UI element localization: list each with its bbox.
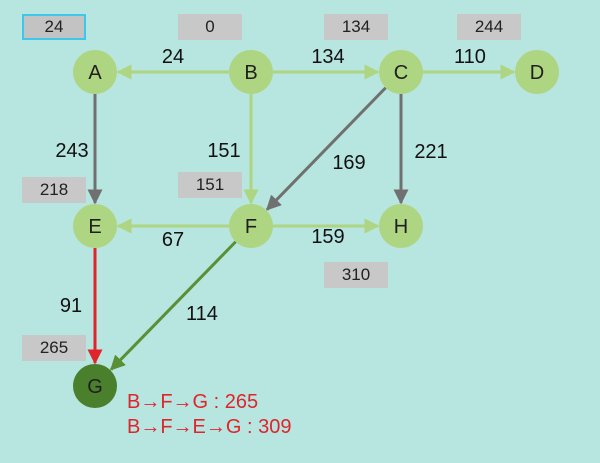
node-circle-h — [379, 204, 423, 248]
path-results: B→F→G : 265 B→F→E→G : 309 — [127, 390, 292, 440]
distance-box-h: 310 — [324, 262, 388, 288]
edge-weight-a-e: 243 — [55, 140, 88, 162]
node-label-f: F — [245, 216, 257, 238]
node-h: H — [379, 204, 423, 248]
node-label-d: D — [530, 62, 544, 84]
edge-weight-f-g: 114 — [186, 303, 218, 325]
path-result-1: B→F→G : 265 — [127, 391, 259, 413]
distance-box-f: 151 — [178, 172, 242, 198]
node-circle-d — [515, 50, 559, 94]
distance-box-a: 24 — [22, 14, 86, 40]
distance-box-e: 218 — [22, 177, 86, 203]
edge-weight-b-c: 134 — [311, 46, 344, 68]
node-label-e: E — [88, 216, 101, 238]
node-e: E — [73, 204, 117, 248]
path-result-2: B→F→E→G : 309 — [127, 416, 292, 438]
edge-f-g — [109, 240, 237, 371]
node-c: C — [379, 50, 423, 94]
distance-box-d: 244 — [457, 14, 521, 40]
node-a: A — [73, 50, 117, 94]
node-label-b: B — [244, 62, 257, 84]
node-circle-a — [73, 50, 117, 94]
edge-weight-c-d: 110 — [454, 46, 486, 68]
node-d: D — [515, 50, 559, 94]
edge-weight-b-a: 24 — [162, 46, 184, 68]
node-circle-f — [229, 204, 273, 248]
edge-weight-f-e: 67 — [162, 229, 184, 251]
edge-weight-f-h: 159 — [311, 226, 344, 248]
node-circle-g — [73, 364, 117, 408]
node-f: F — [229, 204, 273, 248]
edge-weight-c-h: 221 — [414, 141, 447, 163]
node-circle-b — [229, 50, 273, 94]
node-label-c: C — [394, 62, 408, 84]
edge-weight-e-g: 91 — [60, 295, 82, 317]
node-circle-c — [379, 50, 423, 94]
node-label-g: G — [87, 376, 103, 398]
distance-box-g: 265 — [22, 335, 86, 361]
node-label-a: A — [88, 62, 102, 84]
edge-c-f — [265, 86, 387, 211]
node-b: B — [229, 50, 273, 94]
distance-box-b: 0 — [178, 14, 242, 40]
node-g: G — [73, 364, 117, 408]
node-label-h: H — [394, 216, 408, 238]
edge-weight-c-f: 169 — [332, 152, 365, 174]
edge-weight-b-f: 151 — [207, 140, 240, 162]
distance-box-c: 134 — [324, 14, 388, 40]
node-circle-e — [73, 204, 117, 248]
